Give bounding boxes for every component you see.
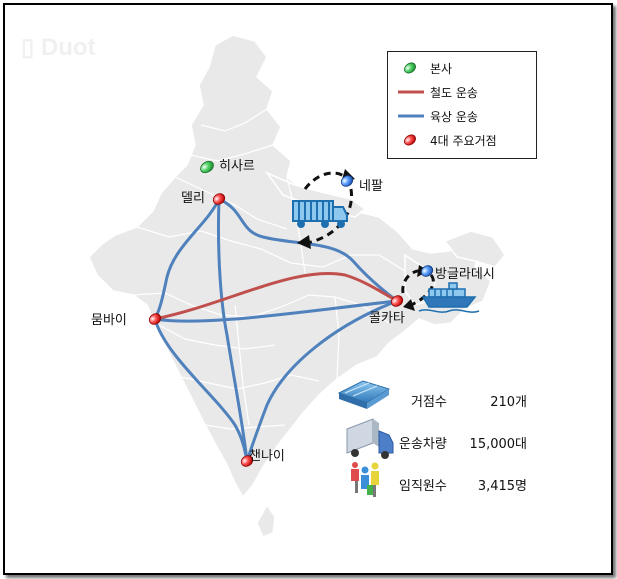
city-label-delhi: 델리 (181, 191, 205, 206)
stat-value-sites: 210개 (490, 395, 527, 410)
hub-marker-delhi-icon (212, 193, 226, 205)
legend-label-hq: 본사 (430, 62, 453, 76)
legend-label-rail: 철도 운송 (430, 86, 478, 100)
legend: 본사 철도 운송 육상 운송 4대 주요거점 (387, 51, 537, 159)
route-delhi-chennai (216, 197, 249, 463)
road-line-icon (398, 114, 424, 118)
truck-illustration-icon (292, 200, 348, 228)
arrow-from-nepal-icon (297, 235, 311, 249)
truck-icon (346, 418, 394, 459)
loop-bangladesh-left (401, 269, 424, 294)
city-label-kolkata: 콜카타 (369, 311, 405, 326)
stat-value-vehicles: 15,000대 (469, 437, 527, 452)
legend-label-hubs: 4대 주요거점 (430, 134, 497, 148)
country-label-nepal: 네팔 (359, 179, 383, 194)
stat-label-employees: 임직원수 (399, 479, 447, 494)
hq-marker-hissar-icon (200, 160, 214, 174)
route-mumbai-chennai (153, 317, 249, 463)
map-frame: ▯ Duot (3, 3, 613, 575)
marker-nepal-icon (340, 175, 354, 187)
legend-item-hq: 본사 (388, 58, 536, 78)
hub-marker-icon (404, 134, 416, 146)
loop-nepal-top (303, 171, 346, 190)
route-mumbai-kolkata (153, 299, 399, 323)
rail-route-mumbai-kolkata (153, 271, 399, 321)
stat-label-vehicles: 운송차량 (399, 437, 447, 452)
city-markers (148, 160, 434, 467)
legend-item-hubs: 4대 주요거점 (388, 130, 536, 150)
stat-label-sites: 거점수 (411, 395, 447, 410)
legend-label-road: 육상 운송 (430, 110, 478, 124)
stat-value-employees: 3,415명 (477, 479, 527, 494)
route-kolkata-chennai (245, 299, 399, 463)
marker-bangladesh-icon (420, 265, 434, 277)
rail-line-icon (398, 90, 424, 94)
route-delhi-mumbai (153, 197, 221, 321)
legend-item-rail: 철도 운송 (388, 82, 536, 102)
hub-marker-kolkata-icon (390, 295, 404, 307)
hub-marker-mumbai-icon (148, 313, 162, 325)
watermark-logo: ▯ Duot (21, 34, 96, 61)
city-label-mumbai: 뭄바이 (91, 313, 127, 328)
city-label-chennai: 챈나이 (249, 449, 285, 464)
arrow-from-bangladesh-icon (403, 299, 415, 311)
hub-marker-chennai-icon (240, 455, 254, 467)
warehouse-icon (337, 380, 391, 409)
legend-item-road: 육상 운송 (388, 106, 536, 126)
india-logistics-map: ▯ Duot (21, 34, 506, 538)
hq-marker-icon (404, 62, 416, 74)
country-label-bangladesh: 방글라데시 (435, 267, 495, 282)
ship-illustration-icon (418, 282, 480, 313)
city-label-hissar: 히사르 (219, 159, 255, 174)
people-icon (351, 462, 379, 497)
